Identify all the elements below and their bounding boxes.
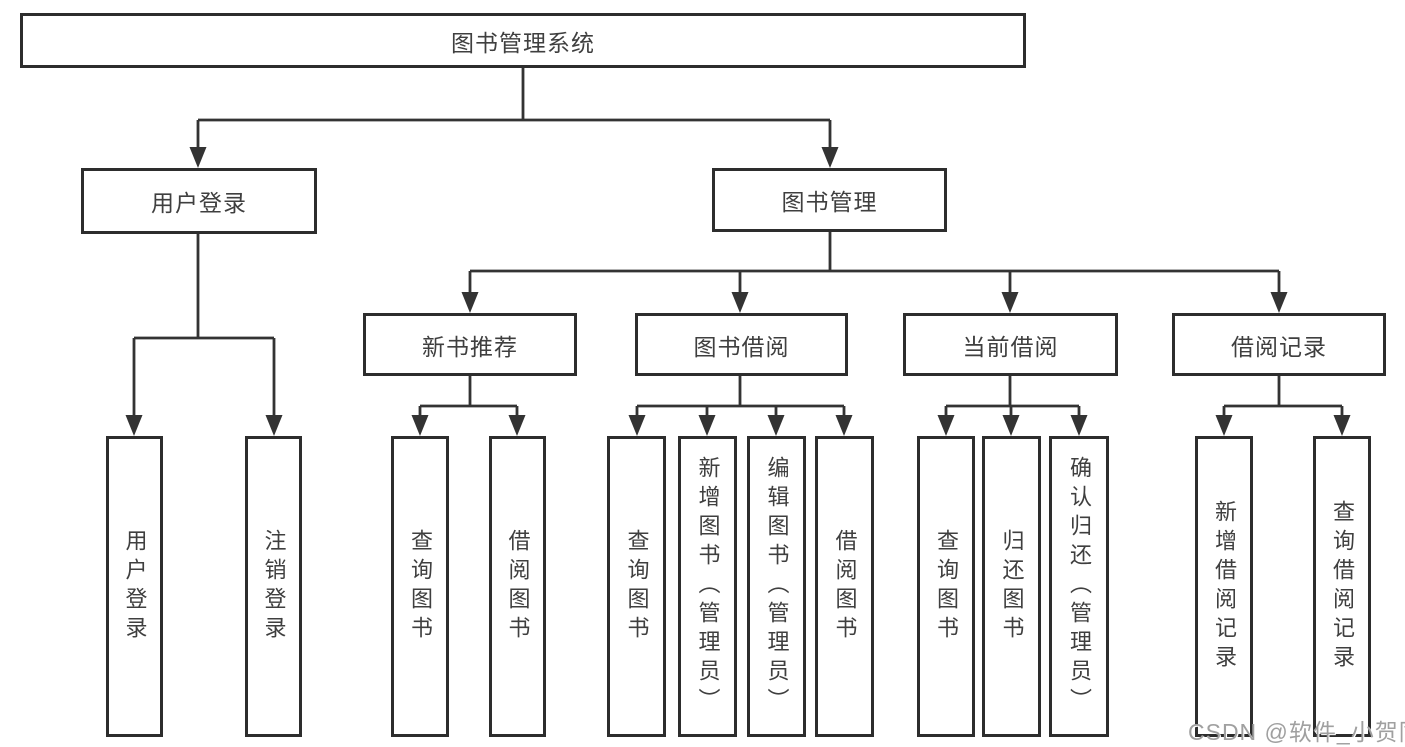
leaf-return-books: 归还图书 — [982, 436, 1041, 737]
leaf-query-books-recommend: 查询图书 — [391, 436, 449, 737]
node-borrow-records: 借阅记录 — [1172, 313, 1386, 376]
node-new-book-recommend: 新书推荐 — [363, 313, 577, 376]
leaf-query-borrow-record: 查询借阅记录 — [1313, 436, 1371, 737]
leaf-query-books-current: 查询图书 — [917, 436, 975, 737]
leaf-add-borrow-record: 新增借阅记录 — [1195, 436, 1253, 737]
leaf-logout: 注销登录 — [245, 436, 302, 737]
node-book-management: 图书管理 — [712, 168, 947, 232]
arrowheads — [125, 147, 1351, 436]
leaf-user-login: 用户登录 — [106, 436, 163, 737]
leaf-borrow-books-recommend: 借阅图书 — [489, 436, 546, 737]
leaf-confirm-return-admin: 确认归还（管理员） — [1049, 436, 1109, 737]
watermark: CSDN @软件_小贺同学 — [1188, 719, 1405, 745]
leaf-edit-books-admin: 编辑图书（管理员） — [747, 436, 806, 737]
leaf-borrow-books: 借阅图书 — [815, 436, 874, 737]
leaf-add-books-admin: 新增图书（管理员） — [678, 436, 737, 737]
node-book-borrow: 图书借阅 — [635, 313, 848, 376]
leaf-query-books-borrow: 查询图书 — [607, 436, 666, 737]
node-user-login: 用户登录 — [81, 168, 317, 234]
node-root-library-system: 图书管理系统 — [20, 13, 1026, 68]
node-current-borrow: 当前借阅 — [903, 313, 1118, 376]
